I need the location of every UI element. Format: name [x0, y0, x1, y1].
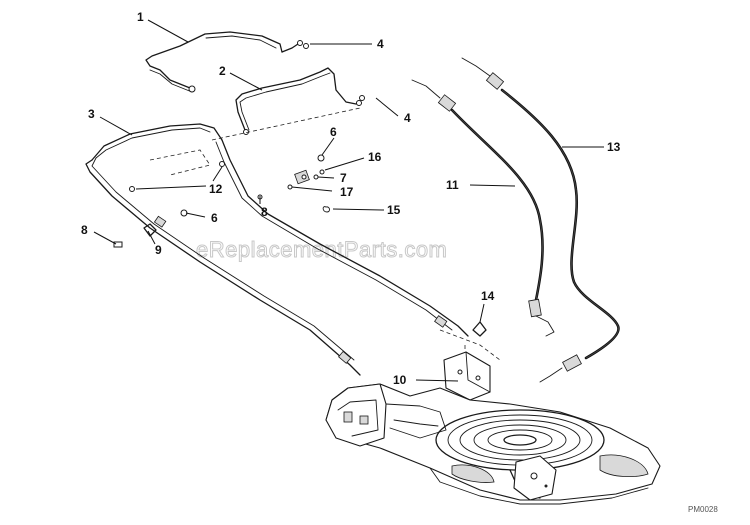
- callout-13: 13: [607, 140, 621, 154]
- callout-11: 11: [446, 178, 459, 192]
- part-8b-bolt: [113, 241, 123, 248]
- part-7-nut: [313, 174, 319, 180]
- part-14-fastener: [472, 321, 487, 337]
- part-9-knob: [143, 223, 157, 237]
- part-12b-screw: [219, 161, 225, 167]
- hidden-line-bracket: [149, 149, 211, 176]
- callout-6b: 6: [211, 211, 218, 225]
- part-6a-bolt: [317, 154, 325, 162]
- part-4b-clip: [359, 95, 365, 101]
- part-10-bracket: [443, 351, 491, 401]
- mower-deck: [325, 383, 661, 505]
- callout-12: 12: [209, 182, 223, 196]
- part-2-lower-bail: [235, 67, 362, 135]
- callout-labels: 1 2 3 4 4 6 6 7 8 8 9 10 11 12 13 14 15 …: [81, 10, 621, 387]
- callout-14: 14: [481, 289, 495, 303]
- part-11-cable: [411, 79, 555, 337]
- part-13-cable: [461, 57, 620, 383]
- part-3-main-handle: [85, 123, 469, 376]
- callout-8a: 8: [261, 205, 268, 219]
- hidden-line-bail: [211, 107, 361, 141]
- part-17-washer: [287, 184, 293, 190]
- callout-4a: 4: [377, 37, 384, 51]
- callout-10: 10: [393, 373, 407, 387]
- callout-4b: 4: [404, 111, 411, 125]
- part-1-upper-bail: [145, 31, 303, 93]
- watermark-text: eReplacementParts.com: [196, 237, 447, 262]
- part-4a-clip: [303, 43, 309, 49]
- callout-9: 9: [155, 243, 162, 257]
- callout-15: 15: [387, 203, 401, 217]
- callout-16: 16: [368, 150, 382, 164]
- hardware-pieces: [113, 43, 487, 337]
- leader-lines: [93, 19, 604, 382]
- callout-8b: 8: [81, 223, 88, 237]
- callout-6a: 6: [330, 125, 337, 139]
- callout-3: 3: [88, 107, 95, 121]
- part-16-washer: [319, 169, 325, 175]
- hidden-line-handle: [439, 329, 501, 361]
- part-15-spring: [322, 206, 330, 213]
- callout-2: 2: [219, 64, 226, 78]
- callout-1: 1: [137, 10, 144, 24]
- callout-7: 7: [340, 171, 347, 185]
- drawing-code: PM0028: [688, 505, 718, 514]
- callout-17: 17: [340, 185, 354, 199]
- part-12a-screw: [129, 186, 135, 192]
